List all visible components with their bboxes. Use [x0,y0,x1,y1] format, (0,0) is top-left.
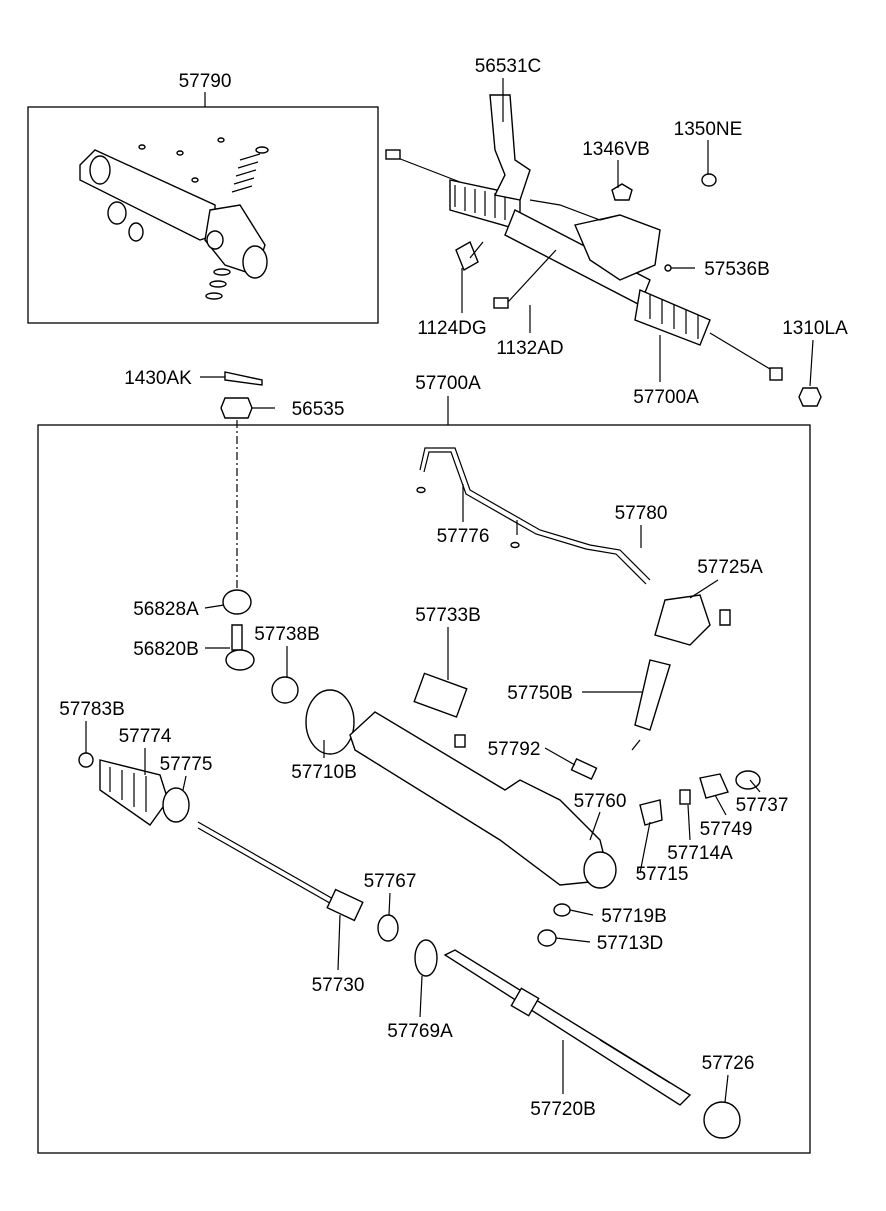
label-57700A-box: 57700A [415,373,481,394]
inner-parts [78,447,761,1139]
seal-kit-box [27,106,379,324]
label-57713D: 57713D [597,933,664,954]
label-57738B: 57738B [254,624,320,645]
label-1350NE: 1350NE [674,119,743,140]
leader-lines-inner [85,484,761,1103]
label-1346VB: 1346VB [582,139,650,160]
label-57730: 57730 [312,975,365,996]
label-57790: 57790 [179,71,232,92]
leader-lines-top [200,78,814,588]
label-1310LA: 1310LA [782,318,848,339]
label-57780: 57780 [615,503,668,524]
label-57710B: 57710B [291,762,357,783]
label-57767: 57767 [364,871,417,892]
label-57783B: 57783B [59,699,125,720]
label-57726: 57726 [702,1053,755,1074]
gear-box-assembly [385,94,822,407]
label-57750B: 57750B [507,683,573,704]
label-57760: 57760 [574,791,627,812]
label-56828A: 56828A [133,599,199,620]
label-57792: 57792 [488,739,541,760]
label-57774: 57774 [119,726,172,747]
part-labels: 57790 56531C 1346VB 1350NE 57536B 1124DG… [59,56,848,1120]
label-56535: 56535 [292,399,345,420]
label-57700A-assembly: 57700A [633,387,699,408]
label-56820B: 56820B [133,639,199,660]
label-57536B: 57536B [704,259,770,280]
label-1124DG: 1124DG [417,318,486,339]
label-57719B: 57719B [601,906,667,927]
label-57749: 57749 [700,819,753,840]
label-57775: 57775 [160,754,213,775]
label-57769A: 57769A [387,1021,453,1042]
seal-kit-parts [79,92,269,300]
label-56531C: 56531C [475,56,542,77]
label-57737: 57737 [736,795,789,816]
label-57714A: 57714A [667,843,733,864]
label-57776: 57776 [437,526,490,547]
label-1430AK: 1430AK [124,368,192,389]
label-57733B: 57733B [415,605,481,626]
label-57725A: 57725A [697,557,763,578]
gear-assembly-box [37,424,811,1154]
label-1132AD: 1132AD [496,338,563,359]
label-57720B: 57720B [530,1099,596,1120]
label-57715: 57715 [636,864,689,885]
